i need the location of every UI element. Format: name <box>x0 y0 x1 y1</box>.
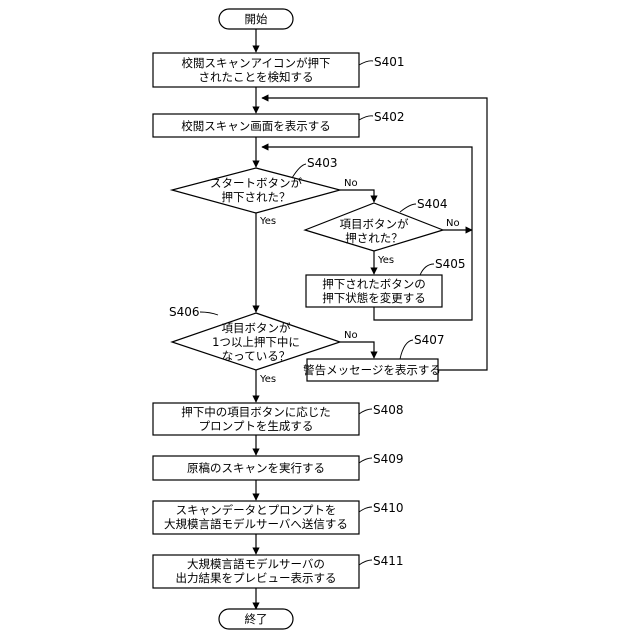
step-text: 出力結果をプレビュー表示する <box>176 571 337 585</box>
decision-text: 項目ボタンが <box>222 321 291 335</box>
step-label: S405 <box>435 257 466 271</box>
decision-text: 押下された？ <box>222 190 291 204</box>
step-s401: 校閲スキャンアイコンが押下 されたことを検知する S401 <box>153 53 405 87</box>
label-leader <box>400 340 413 359</box>
step-s410: スキャンデータとプロンプトを 大規模言語モデルサーバへ送信する S410 <box>153 501 404 534</box>
step-text: されたことを検知する <box>199 70 314 84</box>
label-leader <box>359 409 372 414</box>
step-label: S408 <box>373 403 404 417</box>
step-text: スキャンデータとプロンプトを <box>176 503 337 517</box>
step-text: 押下中の項目ボタンに応じた <box>181 405 331 419</box>
no-label: No <box>446 218 460 229</box>
step-s408: 押下中の項目ボタンに応じた プロンプトを生成する S408 <box>153 403 404 435</box>
label-leader <box>359 458 372 463</box>
label-leader <box>359 116 373 120</box>
arrow-s403-no-to-s404 <box>340 190 374 202</box>
label-leader <box>359 61 373 65</box>
step-text: 警告メッセージを表示する <box>303 363 441 377</box>
step-label: S403 <box>307 156 338 170</box>
step-label: S404 <box>417 197 448 211</box>
label-leader <box>200 312 218 315</box>
step-text: 大規模言語モデルサーバへ送信する <box>164 517 348 531</box>
step-text: プロンプトを生成する <box>199 419 314 433</box>
step-label: S411 <box>373 554 404 568</box>
label-leader <box>359 560 372 565</box>
step-text: 校閲スキャン画面を表示する <box>181 119 331 133</box>
step-label: S407 <box>414 333 445 347</box>
step-s411: 大規模言語モデルサーバの 出力結果をプレビュー表示する S411 <box>153 554 404 588</box>
step-s409: 原稿のスキャンを実行する S409 <box>153 452 404 480</box>
step-label: S402 <box>374 110 405 124</box>
decision-s404: 項目ボタンが 押された？ S404 No Yes <box>305 197 460 266</box>
step-text: 校閲スキャンアイコンが押下 <box>182 56 331 70</box>
decision-text: スタートボタンが <box>210 176 302 190</box>
step-text: 大規模言語モデルサーバの <box>187 557 325 571</box>
step-s402: 校閲スキャン画面を表示する S402 <box>153 110 405 137</box>
step-label: S401 <box>374 55 405 69</box>
step-text: 押下されたボタンの <box>322 277 426 291</box>
step-label: S406 <box>169 305 200 319</box>
label-leader <box>359 507 372 512</box>
decision-text: なっている？ <box>222 349 290 363</box>
yes-label: Yes <box>259 216 276 227</box>
step-text: 原稿のスキャンを実行する <box>187 461 325 475</box>
step-label: S409 <box>373 452 404 466</box>
start-text: 開始 <box>245 12 268 26</box>
step-text: 押下状態を変更する <box>322 291 426 305</box>
decision-text: 1つ以上押下中に <box>212 335 300 349</box>
no-label: No <box>344 330 358 341</box>
label-leader <box>420 264 434 275</box>
label-leader <box>400 204 416 212</box>
arrow-s406-no-to-s407 <box>340 342 374 358</box>
no-label: No <box>344 178 358 189</box>
yes-label: Yes <box>259 374 276 385</box>
decision-text: 項目ボタンが <box>340 217 409 231</box>
end-text: 終了 <box>245 612 268 626</box>
decision-text: 押された？ <box>345 231 403 245</box>
yes-label: Yes <box>377 255 394 266</box>
decision-s403: スタートボタンが 押下された？ S403 No Yes <box>172 156 358 227</box>
step-label: S410 <box>373 501 404 515</box>
